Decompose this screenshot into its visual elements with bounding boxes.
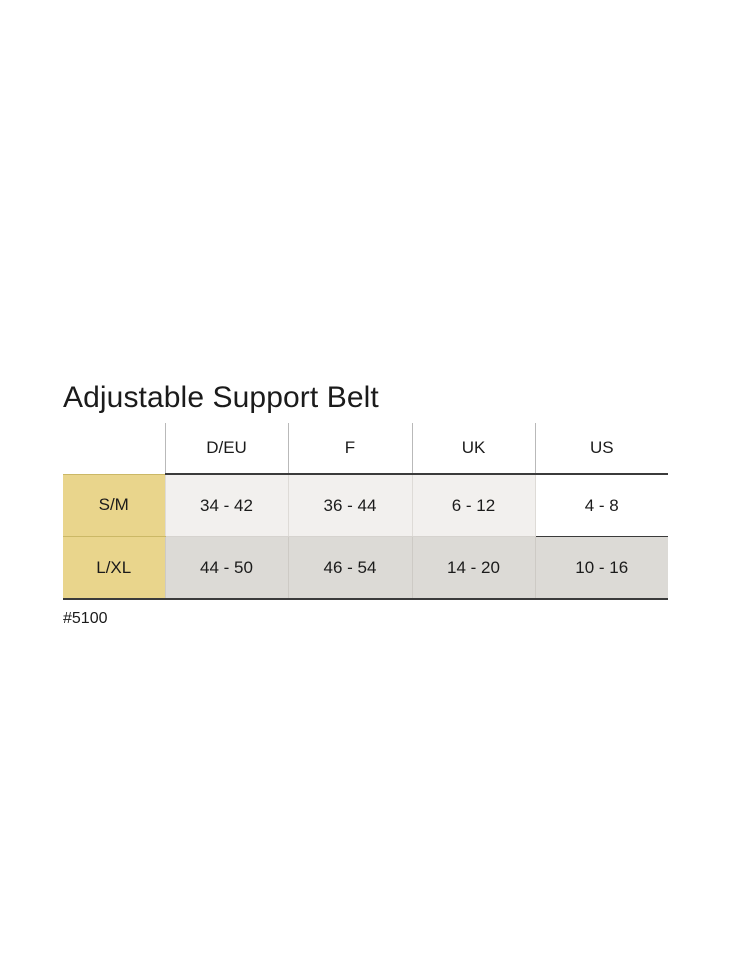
- row-label-lxl: L/XL: [63, 536, 165, 600]
- cell-sm-us: 4 - 8: [534, 474, 668, 537]
- cell-sm-f: 36 - 44: [287, 474, 412, 537]
- cell-lxl-deu: 44 - 50: [164, 536, 288, 600]
- cell-lxl-us: 10 - 16: [534, 536, 668, 600]
- cell-lxl-uk: 14 - 20: [411, 536, 535, 600]
- page-title: Adjustable Support Belt: [63, 381, 379, 414]
- table-row: S/M 34 - 42 36 - 44 6 - 12 4 - 8: [63, 473, 668, 537]
- size-chart: Adjustable Support Belt D/EU F UK US S/M…: [63, 380, 668, 629]
- table-header: D/EU F UK US: [63, 423, 668, 475]
- table-header-row: D/EU F UK US: [63, 423, 668, 475]
- table-body: S/M 34 - 42 36 - 44 6 - 12 4 - 8 L/XL 44…: [63, 473, 668, 600]
- column-header-uk: UK: [411, 423, 535, 475]
- size-chart-table: D/EU F UK US S/M 34 - 42 36 - 44 6 - 12 …: [63, 423, 668, 600]
- column-header-deu: D/EU: [164, 423, 288, 475]
- table-row: L/XL 44 - 50 46 - 54 14 - 20 10 - 16: [63, 536, 668, 600]
- column-header-f: F: [287, 423, 412, 475]
- table-corner-cell: [63, 423, 165, 474]
- column-header-us: US: [534, 423, 668, 475]
- cell-sm-uk: 6 - 12: [411, 474, 535, 537]
- cell-sm-deu: 34 - 42: [164, 474, 288, 537]
- style-number: #5100: [63, 610, 108, 627]
- row-label-sm: S/M: [63, 473, 165, 537]
- cell-lxl-f: 46 - 54: [287, 536, 412, 600]
